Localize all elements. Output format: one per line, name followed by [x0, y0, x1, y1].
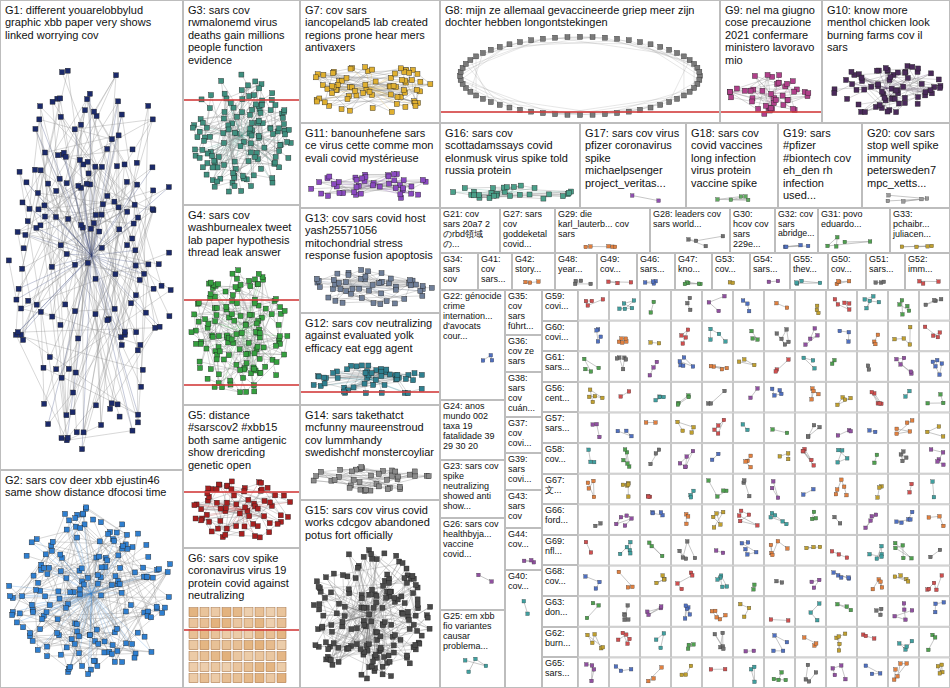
graph-canvas: G1: different youarelobbylud graphic xbb…: [0, 0, 950, 688]
